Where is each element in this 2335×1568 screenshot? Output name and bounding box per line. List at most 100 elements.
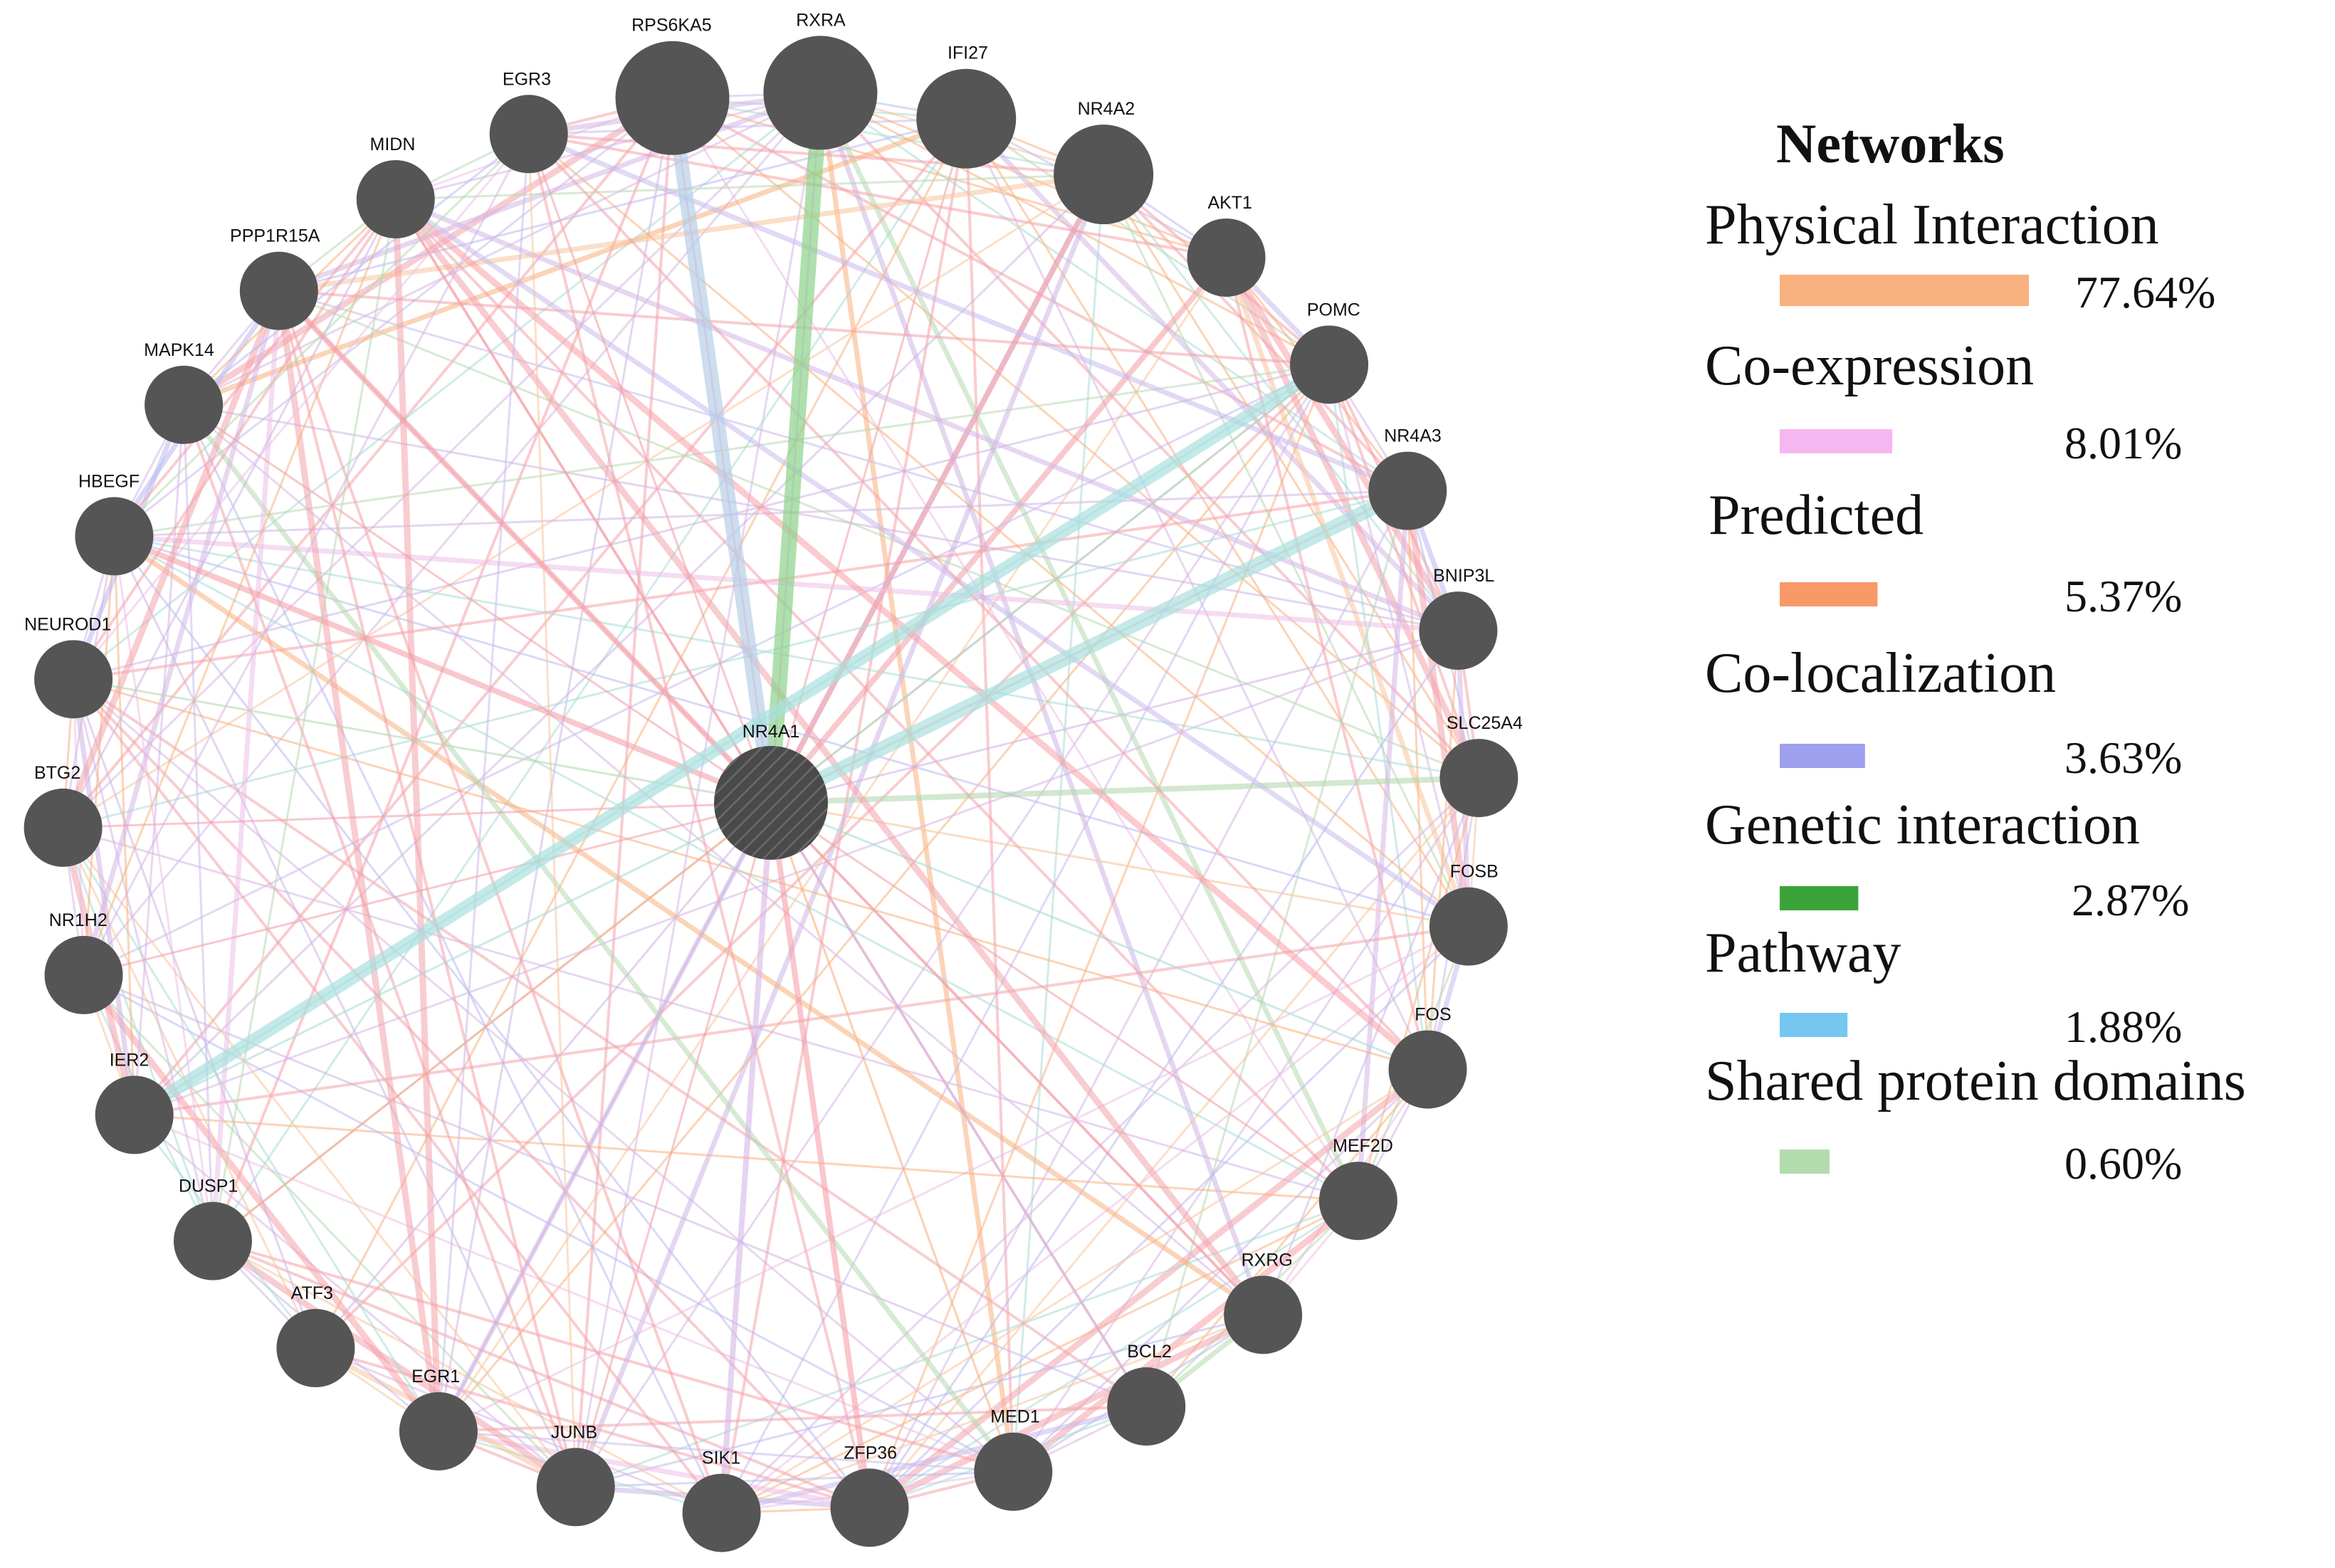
- edge-center: [718, 802, 774, 1513]
- legend-item-name: Shared protein domains: [1705, 1050, 2246, 1112]
- edge-center: [770, 364, 1330, 804]
- node-label-zfp36: ZFP36: [844, 1443, 897, 1463]
- legend-item-percent: 77.64%: [2075, 267, 2215, 317]
- edge-center: [770, 801, 1359, 1202]
- node-ifi27[interactable]: [916, 68, 1017, 169]
- node-rxra[interactable]: [763, 36, 878, 150]
- edge-center: [112, 533, 772, 806]
- node-ier2[interactable]: [95, 1075, 174, 1154]
- node-label-neurod1: NEUROD1: [24, 614, 111, 634]
- legend-swatch: [1780, 886, 1859, 910]
- edge: [528, 132, 1429, 1070]
- node-mef2d[interactable]: [1318, 1162, 1397, 1241]
- edge: [1328, 364, 1429, 1070]
- edge-center: [768, 802, 873, 1508]
- node-label-bnip3l: BNIP3L: [1433, 566, 1494, 586]
- edge: [574, 98, 674, 1488]
- edge: [278, 290, 1479, 779]
- node-egr3[interactable]: [489, 95, 568, 174]
- edge: [315, 1347, 723, 1514]
- edge: [114, 535, 1479, 779]
- edge: [278, 117, 967, 293]
- node-label-nr4a3: NR4A3: [1384, 426, 1442, 446]
- edge: [395, 91, 821, 201]
- node-midn[interactable]: [356, 159, 435, 238]
- node-dusp1[interactable]: [173, 1201, 252, 1280]
- legend-item-name: Physical Interaction: [1705, 194, 2159, 256]
- edge: [575, 1470, 1014, 1488]
- edge: [183, 404, 1459, 632]
- center-node-circle[interactable]: [714, 746, 828, 860]
- edge: [83, 536, 115, 976]
- node-hbegf[interactable]: [75, 497, 154, 576]
- node-label-ier2: IER2: [110, 1050, 149, 1070]
- node-zfp36[interactable]: [830, 1468, 909, 1547]
- node-rxrg[interactable]: [1224, 1275, 1303, 1354]
- node-neurod1[interactable]: [34, 640, 113, 719]
- legend-item-percent: 2.87%: [2072, 875, 2189, 925]
- node-label-egr3: EGR3: [503, 69, 551, 89]
- edge: [1011, 1198, 1360, 1475]
- edge: [134, 1113, 1014, 1473]
- edge-center: [768, 173, 1106, 804]
- edge-center: [770, 629, 1459, 804]
- legend-item-name: Co-expression: [1705, 335, 2034, 397]
- edge-center: [770, 775, 1479, 806]
- edge: [62, 827, 440, 1432]
- edge: [964, 117, 1460, 633]
- edge: [437, 134, 530, 1432]
- node-atf3[interactable]: [276, 1309, 355, 1388]
- node-pomc[interactable]: [1290, 325, 1369, 404]
- edge: [438, 1405, 1147, 1433]
- edge: [1427, 630, 1459, 1070]
- node-label-akt1: AKT1: [1207, 193, 1252, 213]
- node-label-rps6ka5: RPS6KA5: [631, 16, 712, 36]
- edge: [211, 1238, 578, 1490]
- network-edges: [60, 90, 1482, 1515]
- edge-center: [437, 802, 772, 1432]
- node-sik1[interactable]: [682, 1473, 761, 1552]
- edge-center: [770, 801, 1469, 928]
- edge: [1102, 174, 1480, 779]
- node-fosb[interactable]: [1429, 887, 1508, 966]
- edge: [278, 290, 1459, 632]
- edge: [72, 678, 317, 1349]
- node-junb[interactable]: [536, 1448, 615, 1527]
- node-slc25a4[interactable]: [1439, 739, 1518, 818]
- node-mapk14[interactable]: [145, 365, 224, 444]
- node-nr1h2[interactable]: [44, 935, 123, 1014]
- edge: [315, 118, 967, 1349]
- edge: [528, 117, 967, 135]
- edge: [1012, 174, 1105, 1472]
- node-ppp1r15a[interactable]: [239, 251, 318, 330]
- edge: [182, 404, 577, 1488]
- edge-center: [276, 288, 773, 805]
- node-akt1[interactable]: [1187, 218, 1266, 297]
- center-node-label: NR4A1: [743, 722, 800, 742]
- node-nr4a2[interactable]: [1054, 125, 1154, 225]
- node-label-midn: MIDN: [370, 135, 416, 154]
- node-label-sik1: SIK1: [702, 1448, 740, 1468]
- node-med1[interactable]: [974, 1432, 1053, 1511]
- node-egr1[interactable]: [399, 1391, 478, 1470]
- node-bcl2[interactable]: [1107, 1367, 1186, 1446]
- legend-items: Physical Interaction77.64%Co-expression8…: [1705, 194, 2246, 1189]
- node-label-med1: MED1: [990, 1407, 1039, 1427]
- node-rps6ka5[interactable]: [615, 41, 730, 155]
- edge: [672, 97, 1104, 176]
- legend-item-percent: 0.60%: [2064, 1138, 2182, 1189]
- node-fos[interactable]: [1388, 1030, 1467, 1109]
- node-btg2[interactable]: [23, 788, 103, 867]
- node-nr4a3[interactable]: [1368, 451, 1447, 530]
- edge-center: [528, 133, 772, 804]
- edge: [63, 490, 1408, 829]
- node-label-slc25a4: SLC25A4: [1447, 713, 1523, 733]
- node-bnip3l[interactable]: [1419, 591, 1498, 670]
- edge: [720, 1404, 1148, 1515]
- edge: [528, 133, 1469, 927]
- legend-swatch: [1780, 429, 1893, 453]
- edge: [112, 534, 1265, 1317]
- edge-center: [770, 802, 1014, 1473]
